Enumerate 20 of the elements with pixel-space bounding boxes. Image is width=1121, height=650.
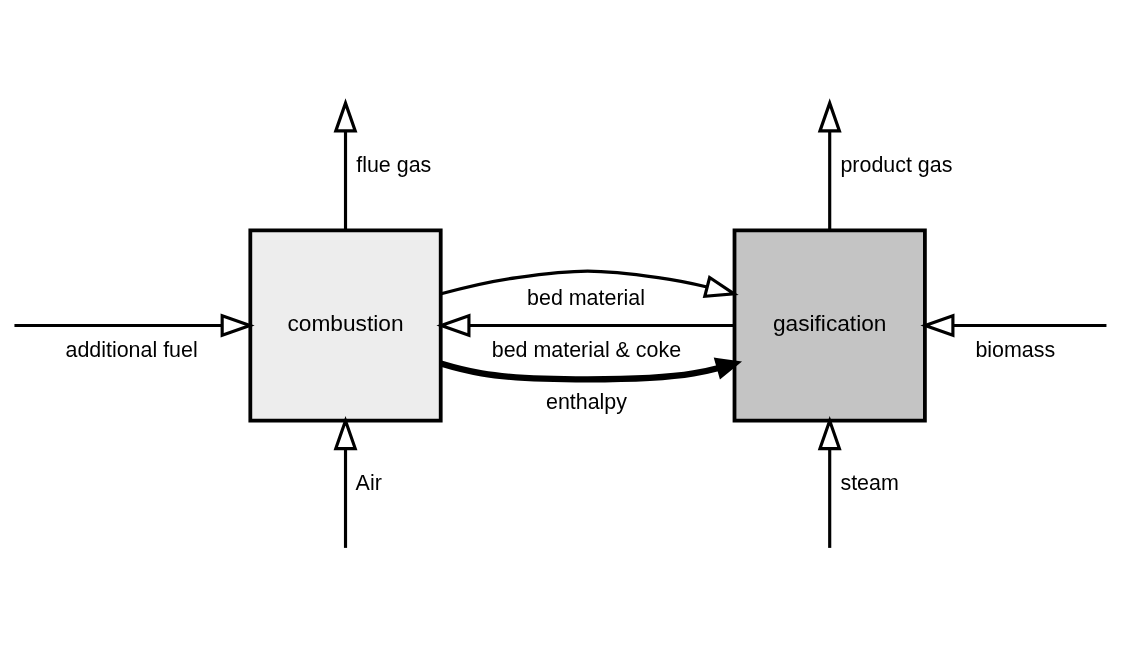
arrow: [920, 313, 1107, 337]
edge-label: product gas: [840, 152, 953, 177]
node-box: gasification: [732, 227, 927, 423]
edge-label: Air: [355, 470, 382, 495]
edge-label: bed material: [527, 285, 645, 310]
arrow: [14, 313, 255, 337]
arrow: [436, 313, 735, 337]
edge-label: flue gas: [356, 152, 432, 177]
arrow: [817, 97, 842, 230]
arrow: [333, 97, 358, 230]
arrow: [439, 357, 742, 382]
edge-label: bed material & coke: [491, 337, 682, 362]
node-box: combustion: [248, 227, 443, 423]
arrow: [817, 415, 842, 548]
edge-label: additional fuel: [65, 337, 198, 362]
edge-label: steam: [840, 470, 899, 495]
edge-label: biomass: [975, 337, 1056, 362]
arrow: [333, 415, 358, 548]
arrow: [440, 269, 739, 298]
edge-label: enthalpy: [546, 389, 627, 414]
